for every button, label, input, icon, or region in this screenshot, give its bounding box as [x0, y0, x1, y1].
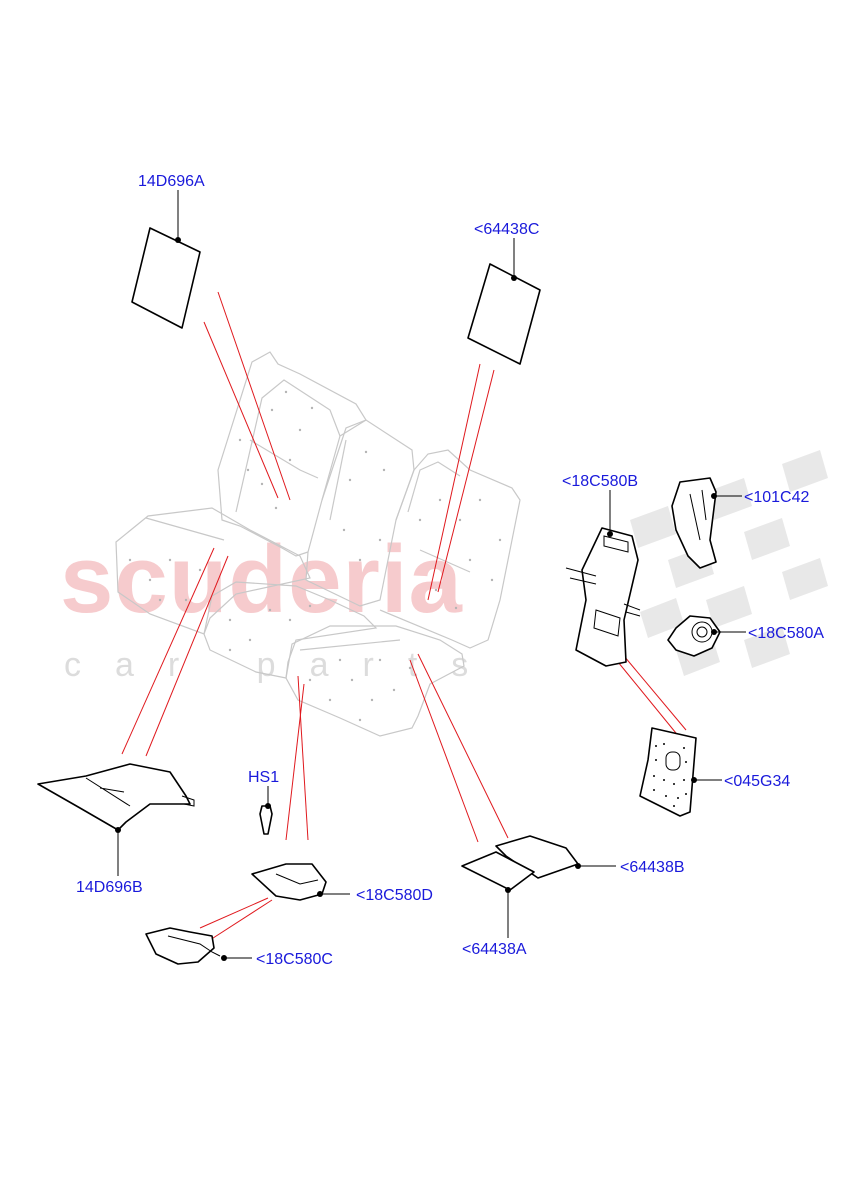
watermark-checker-flag: [630, 450, 828, 676]
watermark: scuderia car parts: [60, 450, 828, 684]
label-101c42[interactable]: <101C42: [744, 489, 809, 506]
label-64438a[interactable]: <64438A: [462, 941, 527, 958]
part-18c580d[interactable]: [251, 863, 327, 901]
part-045g34[interactable]: [639, 727, 697, 817]
seat-cushion-middle: [203, 581, 378, 679]
red-leader-lines: [121, 291, 687, 941]
black-leaders: [115, 190, 746, 961]
part-hs1[interactable]: [259, 805, 273, 835]
part-18c580b[interactable]: [565, 527, 641, 667]
part-64438a[interactable]: [461, 851, 535, 891]
part-labels: 14D696A <64438C <18C580B <101C42 <18C580…: [76, 173, 824, 968]
watermark-brand: scuderia: [60, 526, 463, 633]
part-18c580a[interactable]: [667, 615, 721, 657]
label-18c580d[interactable]: <18C580D: [356, 887, 433, 904]
label-hs1[interactable]: HS1: [248, 769, 279, 786]
label-64438b[interactable]: <64438B: [620, 859, 685, 876]
part-14d696a[interactable]: [131, 227, 201, 329]
label-64438c[interactable]: <64438C: [474, 221, 539, 238]
seat-cushion-right: [285, 625, 465, 737]
part-14d696b[interactable]: [37, 763, 195, 831]
label-045g34[interactable]: <045G34: [724, 773, 790, 790]
label-18c580b[interactable]: <18C580B: [562, 473, 638, 490]
rear-seat-assembly: [115, 351, 521, 737]
part-101c42[interactable]: [671, 477, 717, 569]
part-18c580c[interactable]: [145, 927, 221, 965]
seat-cushion-left: [115, 507, 311, 635]
watermark-tagline: car parts: [64, 646, 502, 684]
seat-stitching: [128, 390, 502, 722]
label-14d696a[interactable]: 14D696A: [138, 173, 205, 190]
label-18c580c[interactable]: <18C580C: [256, 951, 333, 968]
label-18c580a[interactable]: <18C580A: [748, 625, 824, 642]
part-64438c[interactable]: [467, 263, 541, 365]
label-14d696b[interactable]: 14D696B: [76, 879, 143, 896]
seat-back-right: [379, 449, 521, 649]
